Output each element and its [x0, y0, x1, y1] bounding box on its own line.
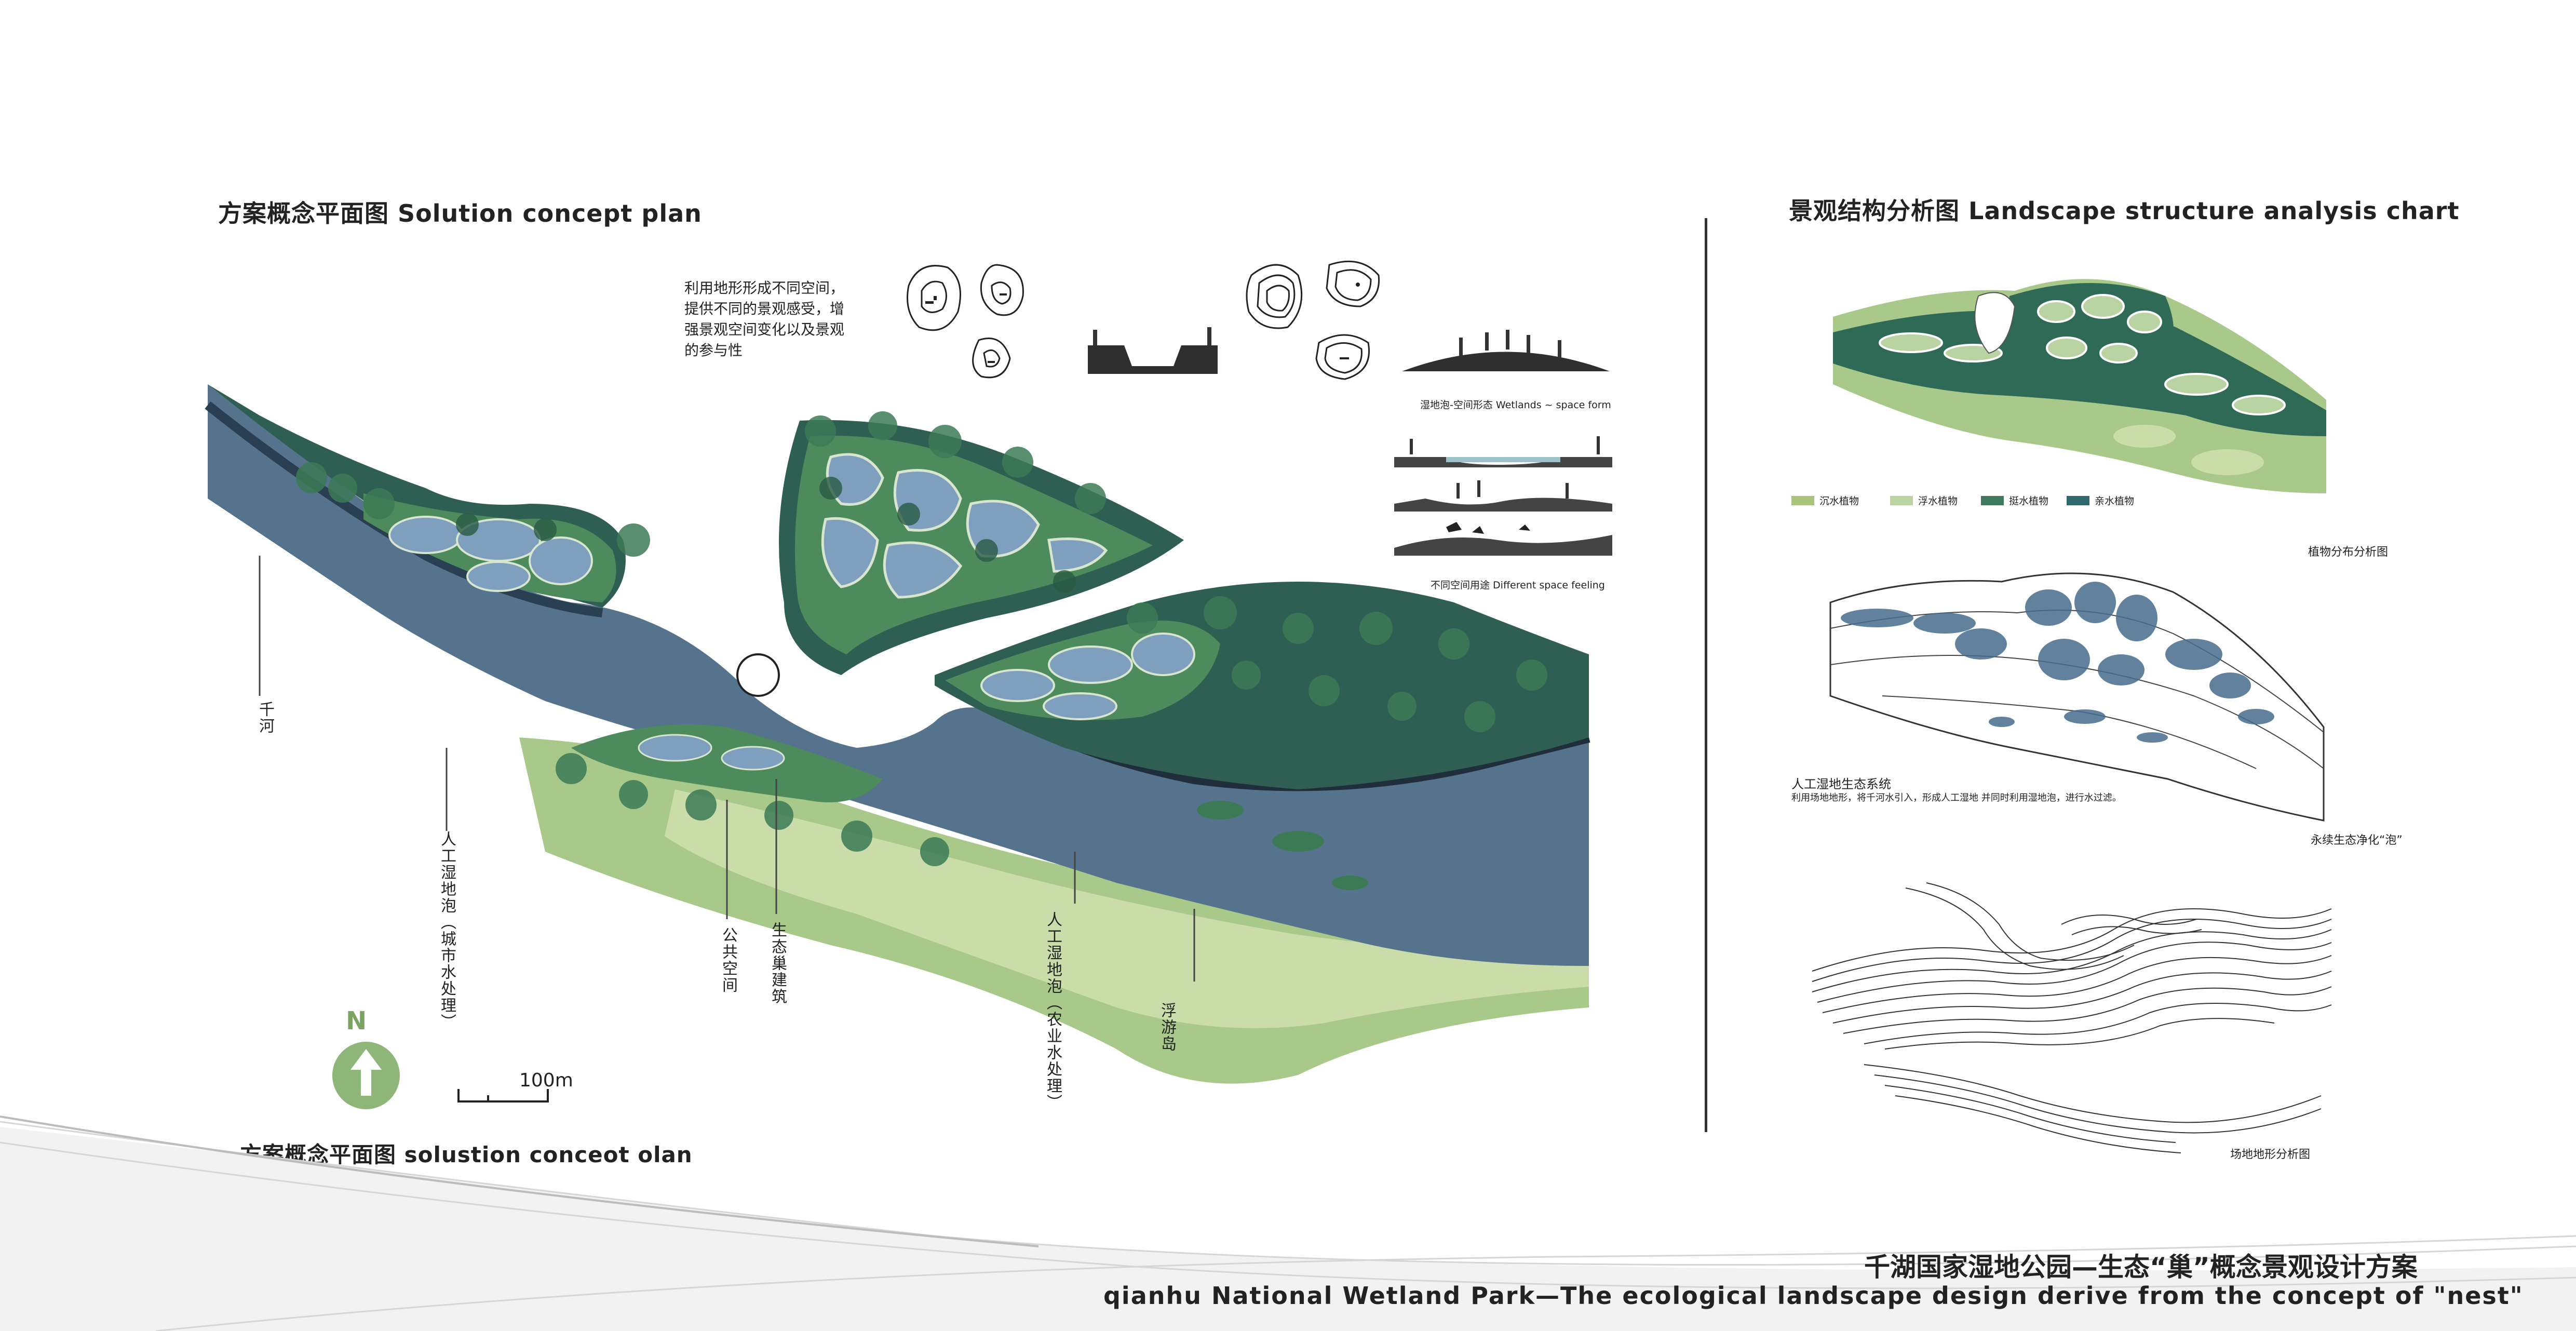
- legend-swatch: [1791, 495, 1814, 505]
- footer-swoosh: [0, 1115, 2576, 1331]
- river: [208, 384, 1589, 966]
- plan-title: 方案概念平面图 Solution concept plan: [218, 199, 702, 227]
- footer-title-cn: 千湖国家湿地公园—生态“巢”概念景观设计方案: [1864, 1252, 2418, 1282]
- analysis-title: 景观结构分析图 Landscape structure analysis cha…: [1789, 197, 2460, 225]
- site-plan: [205, 384, 1590, 1084]
- label-eco-nest-building: 生态巢建筑: [768, 922, 787, 1005]
- ecosystem-desc: 利用场地地形，将千河水引入，形成人工湿地 并同时利用湿地泡，进行水过滤。: [1791, 792, 2122, 803]
- ecosystem-bubble-diagram: [1829, 572, 2325, 822]
- legend-swatch: [1981, 495, 2004, 505]
- land-lower-light: [665, 789, 1589, 1028]
- panel-divider: [1705, 218, 1707, 1132]
- terrain-caption: 场地地形分析图: [2230, 1148, 2311, 1161]
- legend-label: 沉水植物: [1819, 495, 1859, 507]
- north-arrow-icon: [332, 1042, 400, 1109]
- terrain-contour-diagram: [1812, 882, 2332, 1153]
- legend-swatch: [1890, 495, 1913, 505]
- label-artificial-wetland-agri: 人工湿地泡（农业水处理）: [1044, 911, 1062, 1111]
- space-feeling-caption: 不同空间用途 Different space feeling: [1431, 580, 1605, 591]
- ecosystem-title: 人工湿地生态系统: [1791, 777, 1891, 791]
- section-trench: [1088, 327, 1218, 374]
- section-stack: [1394, 436, 1612, 556]
- legend-label: 挺水植物: [2009, 495, 2049, 507]
- plant-distribution-diagram: [1833, 279, 2326, 493]
- section-mound: [1402, 330, 1610, 371]
- contour-sketch-group-1: [907, 264, 1024, 379]
- footer-title-en: qianhu National Wetland Park—The ecologi…: [1103, 1282, 2524, 1310]
- legend-hydrophilic: 亲水植物: [2067, 493, 2134, 507]
- design-note: 利用地形形成不同空间， 提供不同的景观感受，增 强景观空间变化以及景观 的参与性: [684, 279, 845, 359]
- legend-label: 亲水植物: [2095, 495, 2135, 507]
- north-label: N: [346, 1006, 367, 1036]
- wetland-caption: 湿地泡-空间形态 Wetlands ~ space form: [1420, 399, 1611, 411]
- scale-bar: [457, 1089, 549, 1103]
- scale-label: 100m: [519, 1070, 573, 1091]
- bubble-caption: 永续生态净化“泡”: [2311, 834, 2403, 847]
- legend-submerged: 沉水植物: [1791, 493, 1859, 507]
- legend-label: 浮水植物: [1918, 495, 1958, 507]
- legend-emergent: 挺水植物: [1981, 493, 2048, 507]
- contour-sketch-group-2: [1246, 260, 1380, 380]
- label-public-space: 公共空间: [719, 927, 737, 993]
- label-qian-river: 千河: [256, 701, 274, 734]
- label-floating-island: 浮游岛: [1158, 1002, 1176, 1052]
- plant-caption: 植物分布分析图: [2308, 546, 2389, 559]
- label-artificial-wetland-city: 人工湿地泡（城市水处理）: [438, 831, 456, 1030]
- legend-floating: 浮水植物: [1890, 493, 1958, 507]
- legend-swatch: [2067, 495, 2089, 505]
